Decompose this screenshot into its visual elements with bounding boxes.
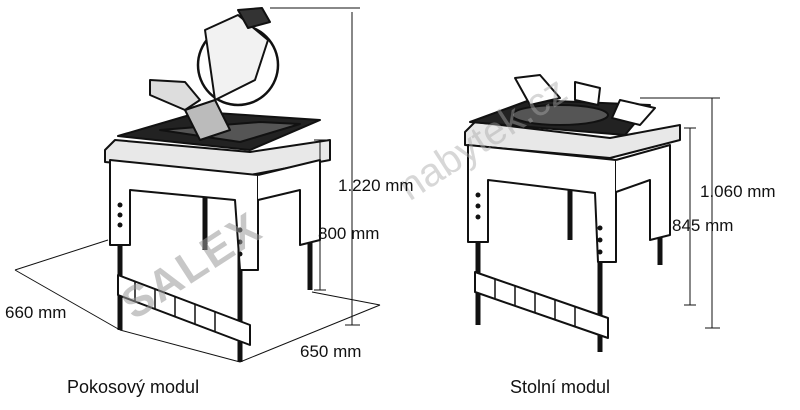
dimension-label-height-total-left: 1.220 mm [338,176,414,195]
miter-saw-module-drawing [104,7,331,362]
caption-table-module: Stolní modul [510,377,611,397]
dimension-label-depth: 660 mm [5,303,67,322]
dimension-label-height-total-right: 1.060 mm [700,182,776,201]
dimension-label-height-table-right: 845 mm [672,216,734,235]
dimension-label-height-table-left: 800 mm [318,224,380,243]
table-saw-module-drawing [464,74,681,352]
dimension-lines [14,7,720,363]
caption-miter-module: Pokosový modul [67,377,200,397]
dimension-label-width: 650 mm [300,342,362,361]
